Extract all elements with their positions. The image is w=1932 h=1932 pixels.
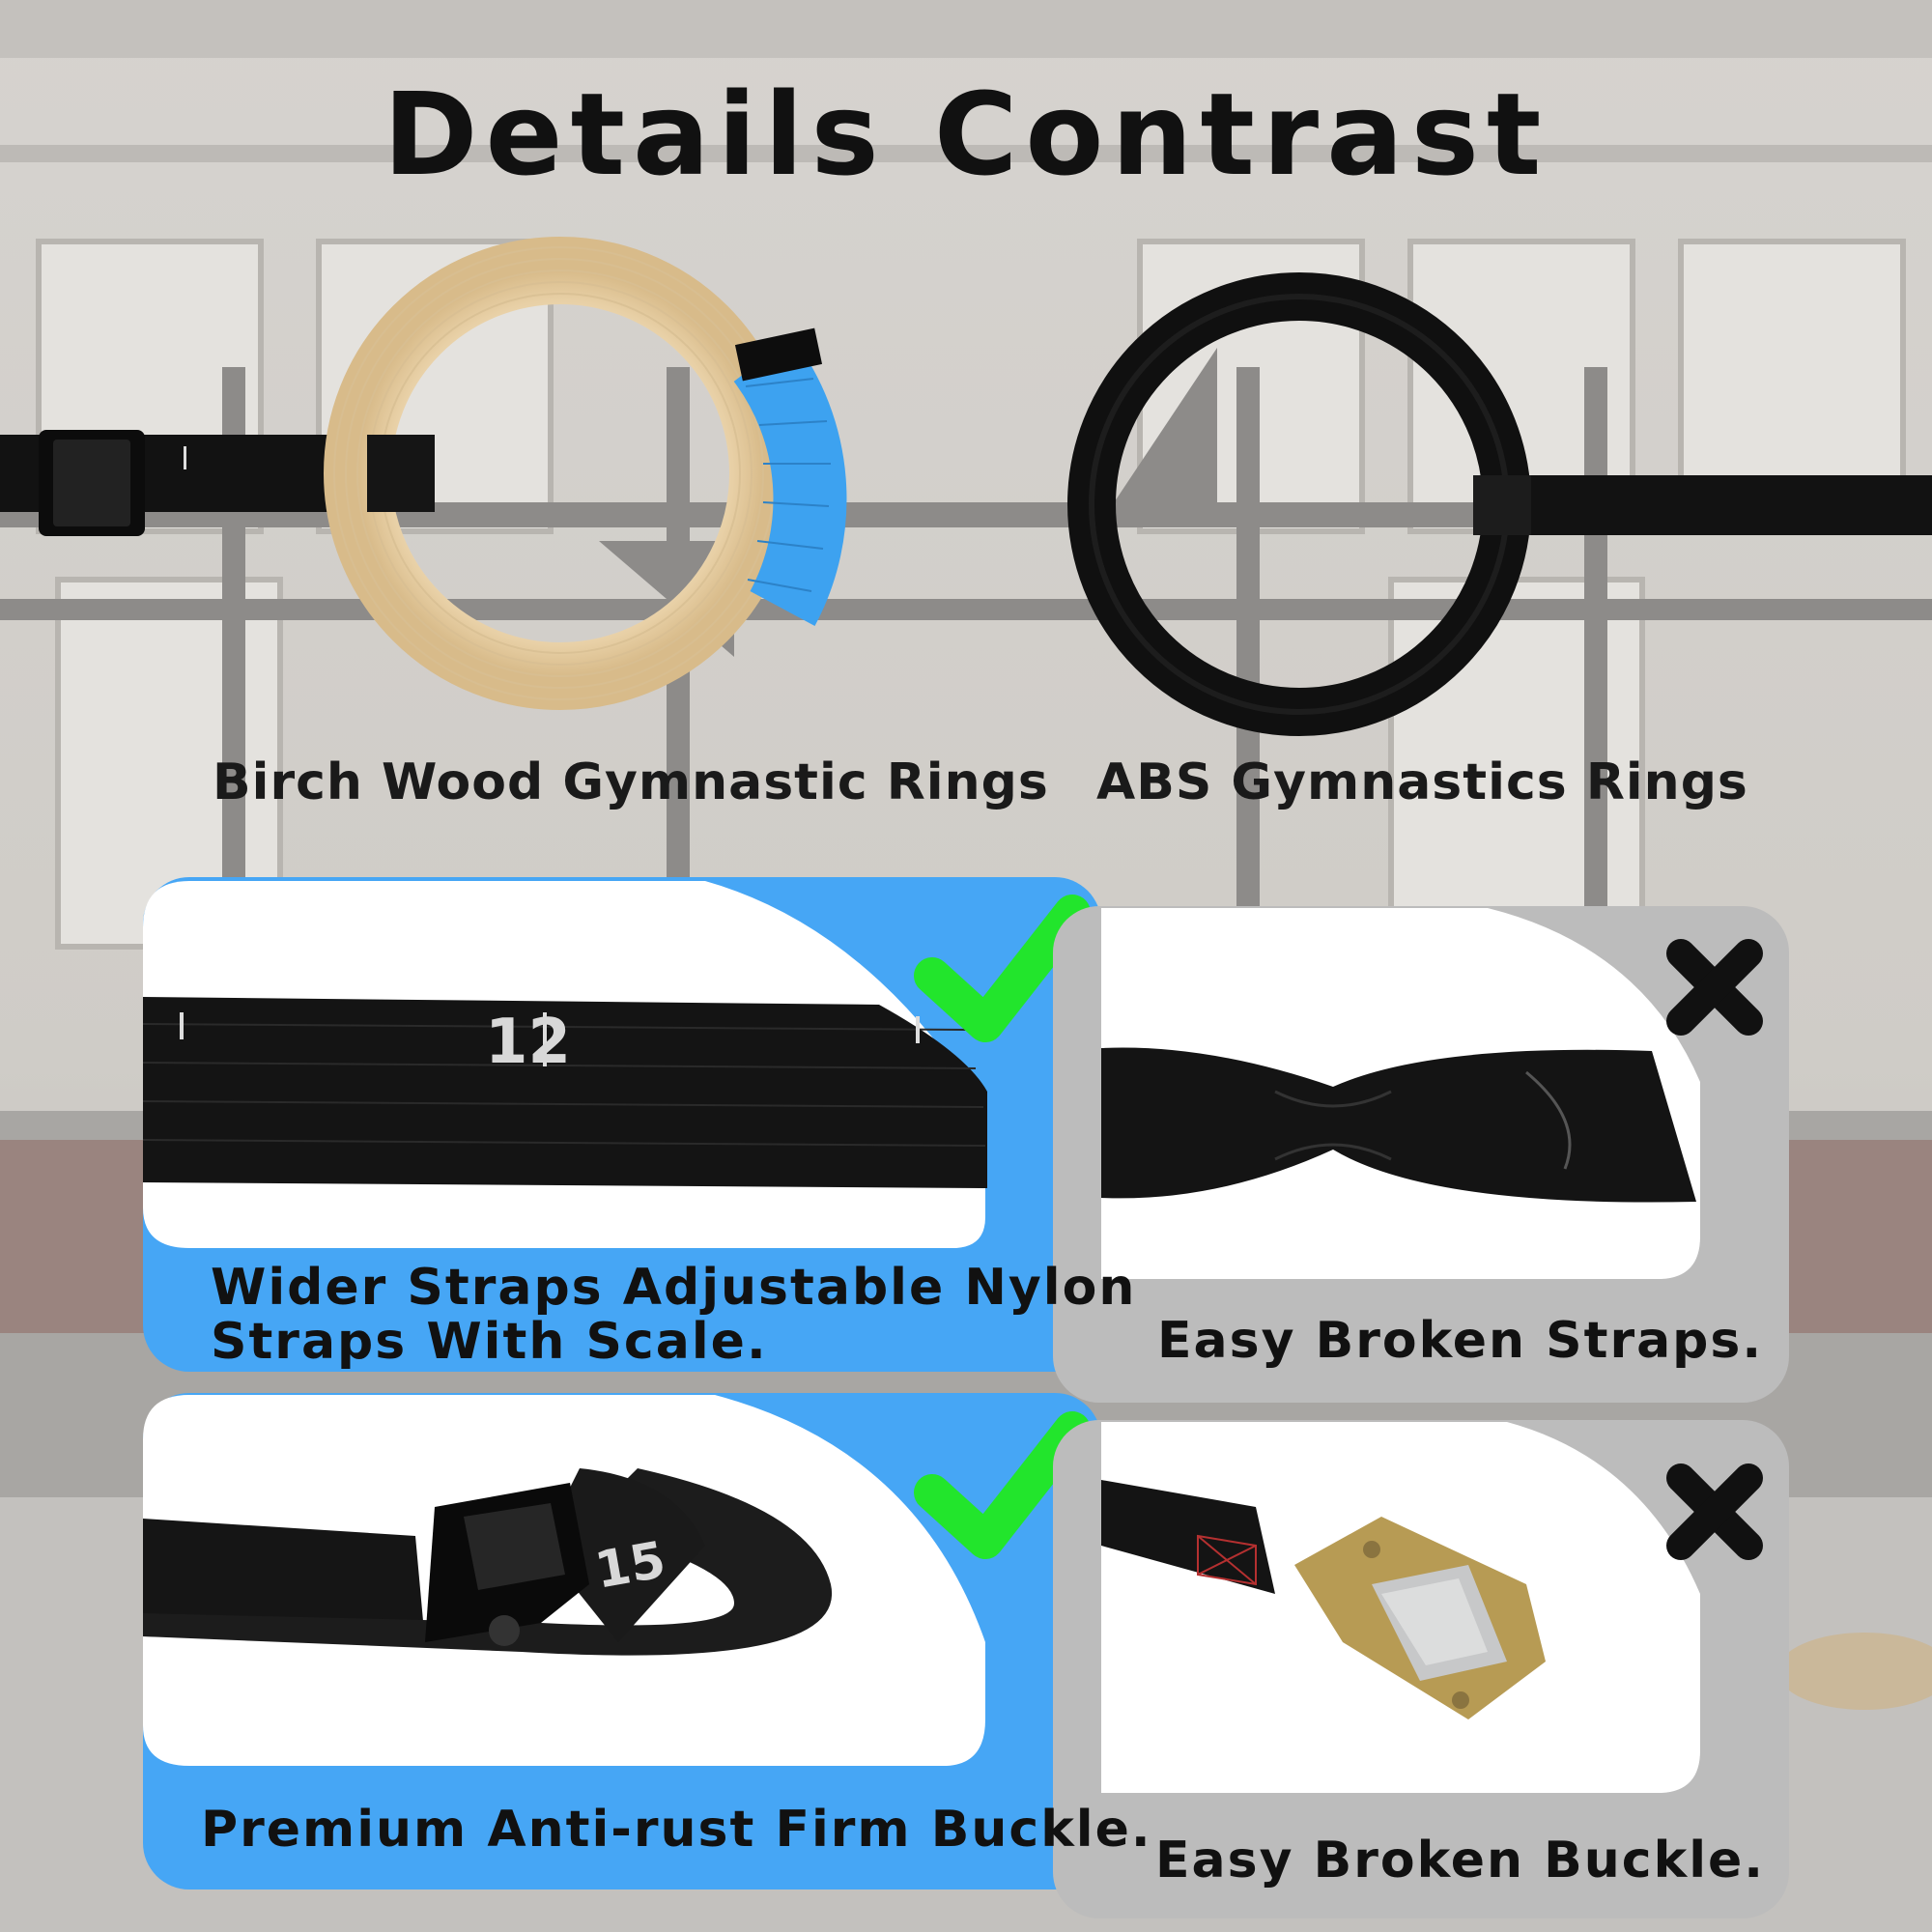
buckle-strap-number: 15 xyxy=(591,1531,670,1601)
caption-bad-straps: Easy Broken Straps. xyxy=(1157,1312,1764,1370)
strap-scale-number: 12 xyxy=(485,1007,571,1078)
caption-good-straps-line1: Wider Straps Adjustable Nylon xyxy=(211,1259,1137,1317)
cross-icon xyxy=(1666,939,1763,1036)
panel-bad-straps xyxy=(1053,906,1789,1403)
check-icon xyxy=(914,1411,1091,1559)
panel-good-straps: 12 xyxy=(142,877,1101,1372)
caption-good-straps-line2: Straps With Scale. xyxy=(211,1313,768,1371)
caption-good-straps: Wider Straps Adjustable Nylon Straps Wit… xyxy=(211,1261,1136,1369)
caption-good-buckle: Premium Anti-rust Firm Buckle. xyxy=(201,1801,1152,1859)
cross-icon xyxy=(1666,1463,1763,1560)
page-title: Details Contrast xyxy=(383,68,1549,201)
abs-ring-label: ABS Gymnastics Rings xyxy=(1096,753,1748,811)
caption-bad-buckle: Easy Broken Buckle. xyxy=(1155,1832,1766,1889)
birch-ring-label: Birch Wood Gymnastic Rings xyxy=(213,753,1049,811)
panel-bad-buckle xyxy=(1053,1420,1789,1918)
check-icon xyxy=(914,895,1091,1042)
panel-good-buckle: 15 xyxy=(143,1393,1101,1889)
